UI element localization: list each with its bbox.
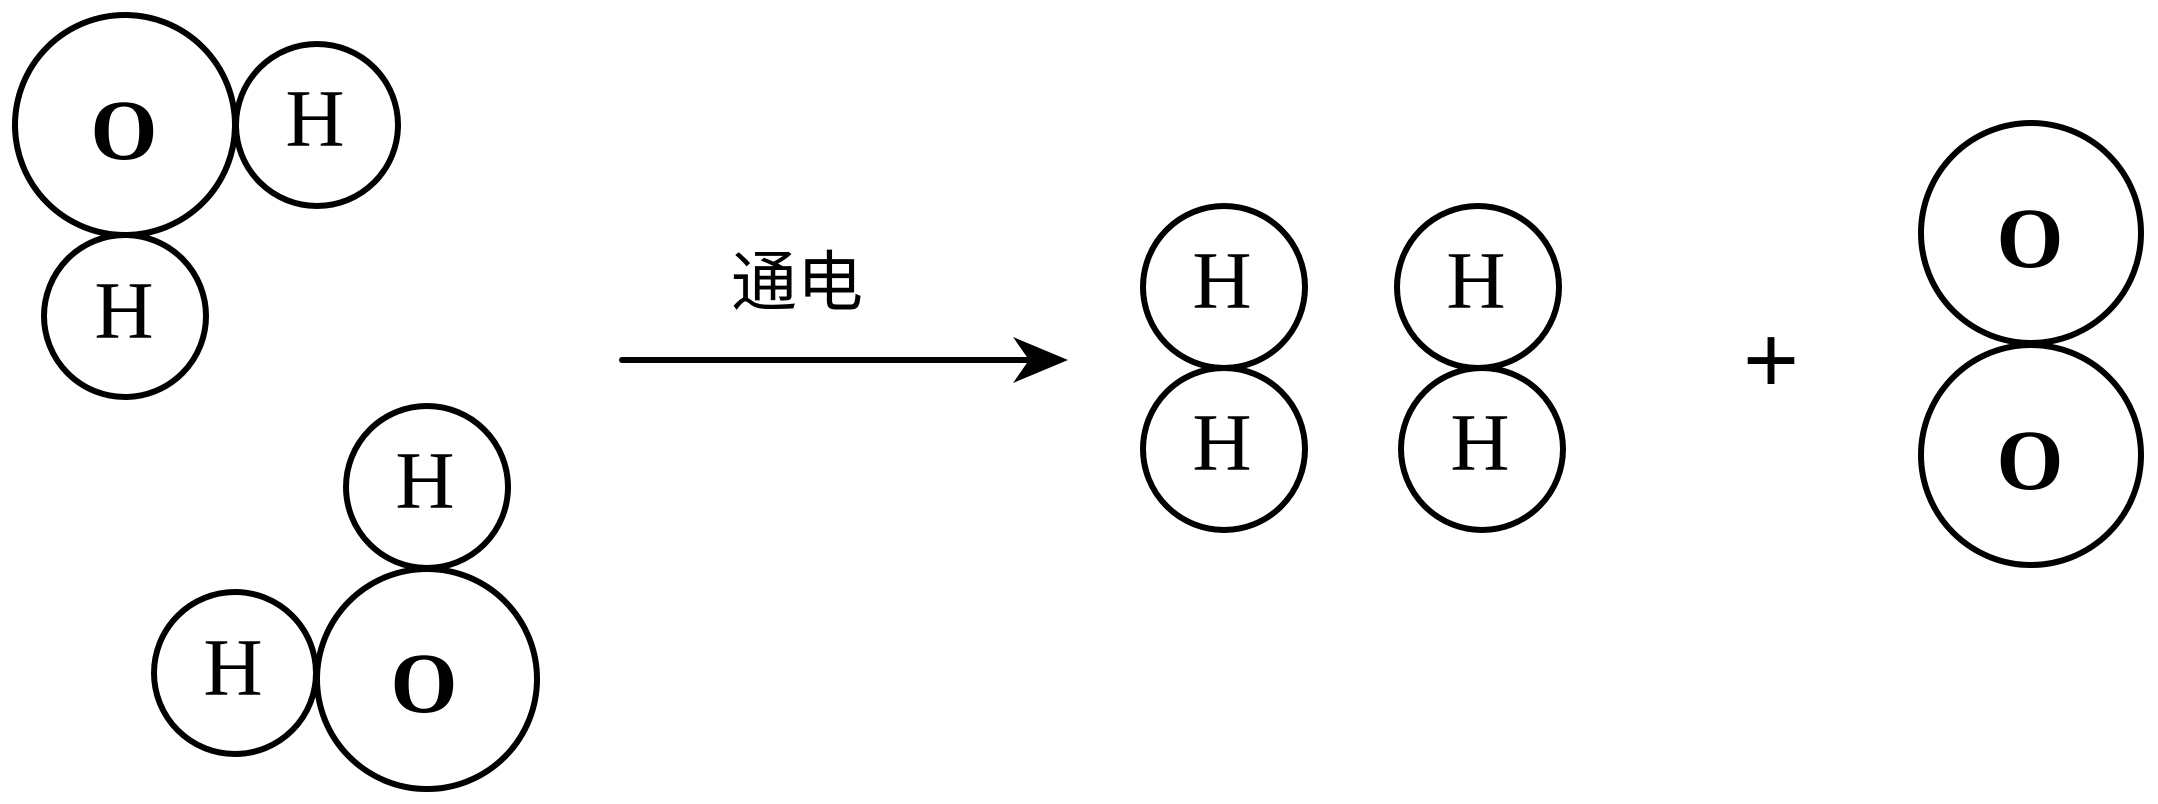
reaction-condition-label: 通电 xyxy=(731,244,863,321)
hydrogen-atom-label: H xyxy=(285,73,344,164)
reactant-water-molecule-2: H O H xyxy=(151,403,540,792)
oxygen-atom-label: O xyxy=(91,82,158,178)
plus-sign: + xyxy=(1743,307,1799,414)
hydrogen-atom xyxy=(41,232,209,400)
hydrogen-atom xyxy=(233,41,401,209)
hydrogen-atom-label: H xyxy=(1192,235,1251,326)
hydrogen-atom-label: H xyxy=(1450,397,1509,488)
oxygen-atom xyxy=(1918,342,2144,568)
arrow-head-icon xyxy=(1013,337,1068,383)
reactant-water-molecule-1: O H H xyxy=(12,12,401,400)
product-hydrogen-molecule-1: H H xyxy=(1140,203,1308,533)
product-oxygen-molecule: O O xyxy=(1918,120,2144,568)
oxygen-atom-label: O xyxy=(1997,190,2064,286)
hydrogen-atom-label: H xyxy=(395,435,454,526)
hydrogen-atom-label: H xyxy=(1192,397,1251,488)
hydrogen-atom-label: H xyxy=(94,265,153,356)
hydrogen-atom-label: H xyxy=(1446,235,1505,326)
hydrogen-atom xyxy=(151,589,319,757)
reaction-arrow: 通电 xyxy=(619,244,1068,383)
product-hydrogen-molecule-2: H H xyxy=(1394,203,1566,533)
oxygen-atom-label: O xyxy=(1997,412,2064,508)
hydrogen-atom xyxy=(1140,365,1308,533)
hydrogen-atom-label: H xyxy=(203,622,262,713)
oxygen-atom-label: O xyxy=(391,635,458,731)
hydrogen-atom xyxy=(1398,365,1566,533)
